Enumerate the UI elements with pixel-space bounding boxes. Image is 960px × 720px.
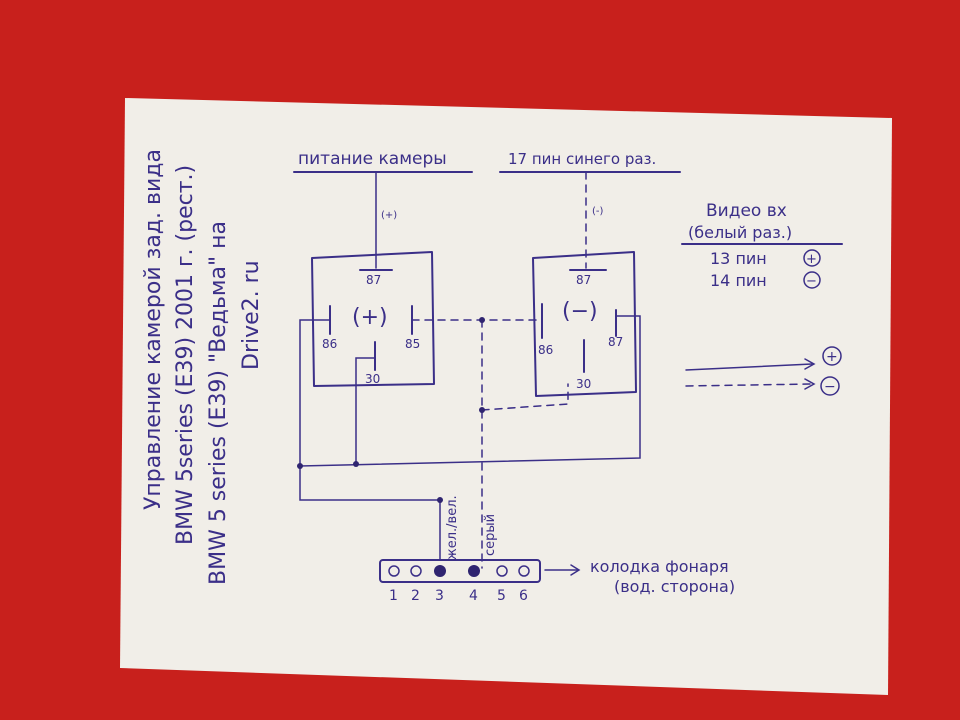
title-line-2: BMW 5series (E39) 2001 г. (рест.) — [173, 165, 198, 545]
relay-minus-pin-87b-label: 87 — [608, 335, 623, 349]
connector-label-1: колодка фонаря — [590, 557, 729, 576]
wire-30-minus — [481, 383, 569, 411]
connector-pin-2 — [410, 565, 422, 577]
connector-pin-6 — [518, 565, 530, 577]
video-input-block: Видео вх (белый раз.) 13 пин + 14 пин − — [681, 201, 843, 290]
video-pin13: 13 пин — [710, 249, 767, 268]
relay-plus-pin-87-label: 87 — [366, 273, 381, 287]
wire-86-loop — [299, 315, 641, 467]
video-pin14: 14 пин — [710, 271, 767, 290]
dashed-wires — [411, 317, 569, 569]
legend-plus-icon — [822, 346, 842, 366]
solid-wires — [297, 315, 641, 561]
relay-minus-symbol: (−) — [562, 299, 598, 324]
video-line-1: Видео вх — [706, 201, 787, 221]
plus-mark: (+) — [381, 210, 397, 221]
relay-plus-pin-30-label: 30 — [365, 372, 380, 386]
junction-yellow — [437, 497, 443, 503]
connector-pin-1 — [388, 565, 400, 577]
junction-dash-mid — [479, 407, 485, 413]
relay-minus-pin-87-label: 87 — [576, 273, 591, 287]
junction-left — [297, 463, 303, 469]
connector-block: 1 2 3 4 5 6 — [379, 559, 541, 604]
connector-pin-4 — [468, 565, 480, 577]
legend-dashed-arrow-icon — [804, 378, 816, 390]
connector-arrow-icon — [570, 564, 581, 576]
gray-wire-label: серый — [483, 514, 498, 556]
power-label: питание камеры — [298, 149, 447, 169]
video-plus-text: + — [806, 252, 817, 267]
relay-minus-pin-86-label: 86 — [538, 343, 553, 357]
connector-body — [379, 559, 541, 583]
wire-yellow — [299, 465, 441, 561]
legend: + − — [685, 346, 842, 396]
legend-dashed-line — [685, 383, 813, 387]
legend-solid-arrow-icon — [804, 358, 816, 370]
relay-minus-pin-30-label: 30 — [576, 377, 591, 391]
title-line-4: Drive2. ru — [239, 260, 264, 370]
video-line-2: (белый раз.) — [688, 223, 792, 242]
yellow-wire-label: жел./вел. — [445, 495, 460, 560]
junction-mid — [353, 461, 359, 467]
connector-pin-label-2: 2 — [411, 588, 420, 604]
relay-plus-symbol: (+) — [352, 305, 388, 330]
connector-pin-label-4: 4 — [469, 588, 478, 604]
title-block: Управление камерой зад. вида BMW 5series… — [141, 149, 264, 585]
legend-minus-text: − — [824, 379, 836, 395]
paper-sheet — [120, 98, 892, 695]
connector-pin-5 — [496, 565, 508, 577]
legend-solid-line — [685, 363, 813, 371]
video-minus-text: − — [806, 274, 817, 289]
title-line-3: BMW 5 series (E39) "Ведьма" на — [206, 221, 231, 585]
connector-label-2: (вод. сторона) — [614, 577, 735, 596]
minus-mark: (-) — [592, 206, 604, 217]
connector-pin-3 — [434, 565, 446, 577]
relay-minus-body — [532, 251, 637, 397]
legend-plus-text: + — [826, 349, 838, 365]
legend-minus-icon — [820, 376, 840, 396]
junction-dash-top — [479, 317, 485, 323]
relay-plus-pin-86-label: 86 — [322, 337, 337, 351]
video-minus-icon — [803, 271, 821, 289]
connector-pin-label-1: 1 — [389, 588, 398, 604]
connector-pin-label-6: 6 — [519, 588, 528, 604]
title-line-1: Управление камерой зад. вида — [141, 149, 166, 510]
wire-30-plus — [355, 357, 376, 465]
video-plus-icon — [803, 249, 821, 267]
relay-minus: 87 86 (−) 87 30 — [532, 251, 637, 397]
relay-plus-pin-85-label: 85 — [405, 337, 420, 351]
connector-pin-label-5: 5 — [497, 588, 506, 604]
relay-plus-body — [311, 251, 435, 387]
connector-pin-label-3: 3 — [435, 588, 444, 604]
pin17-label: 17 пин синего раз. — [508, 150, 656, 168]
